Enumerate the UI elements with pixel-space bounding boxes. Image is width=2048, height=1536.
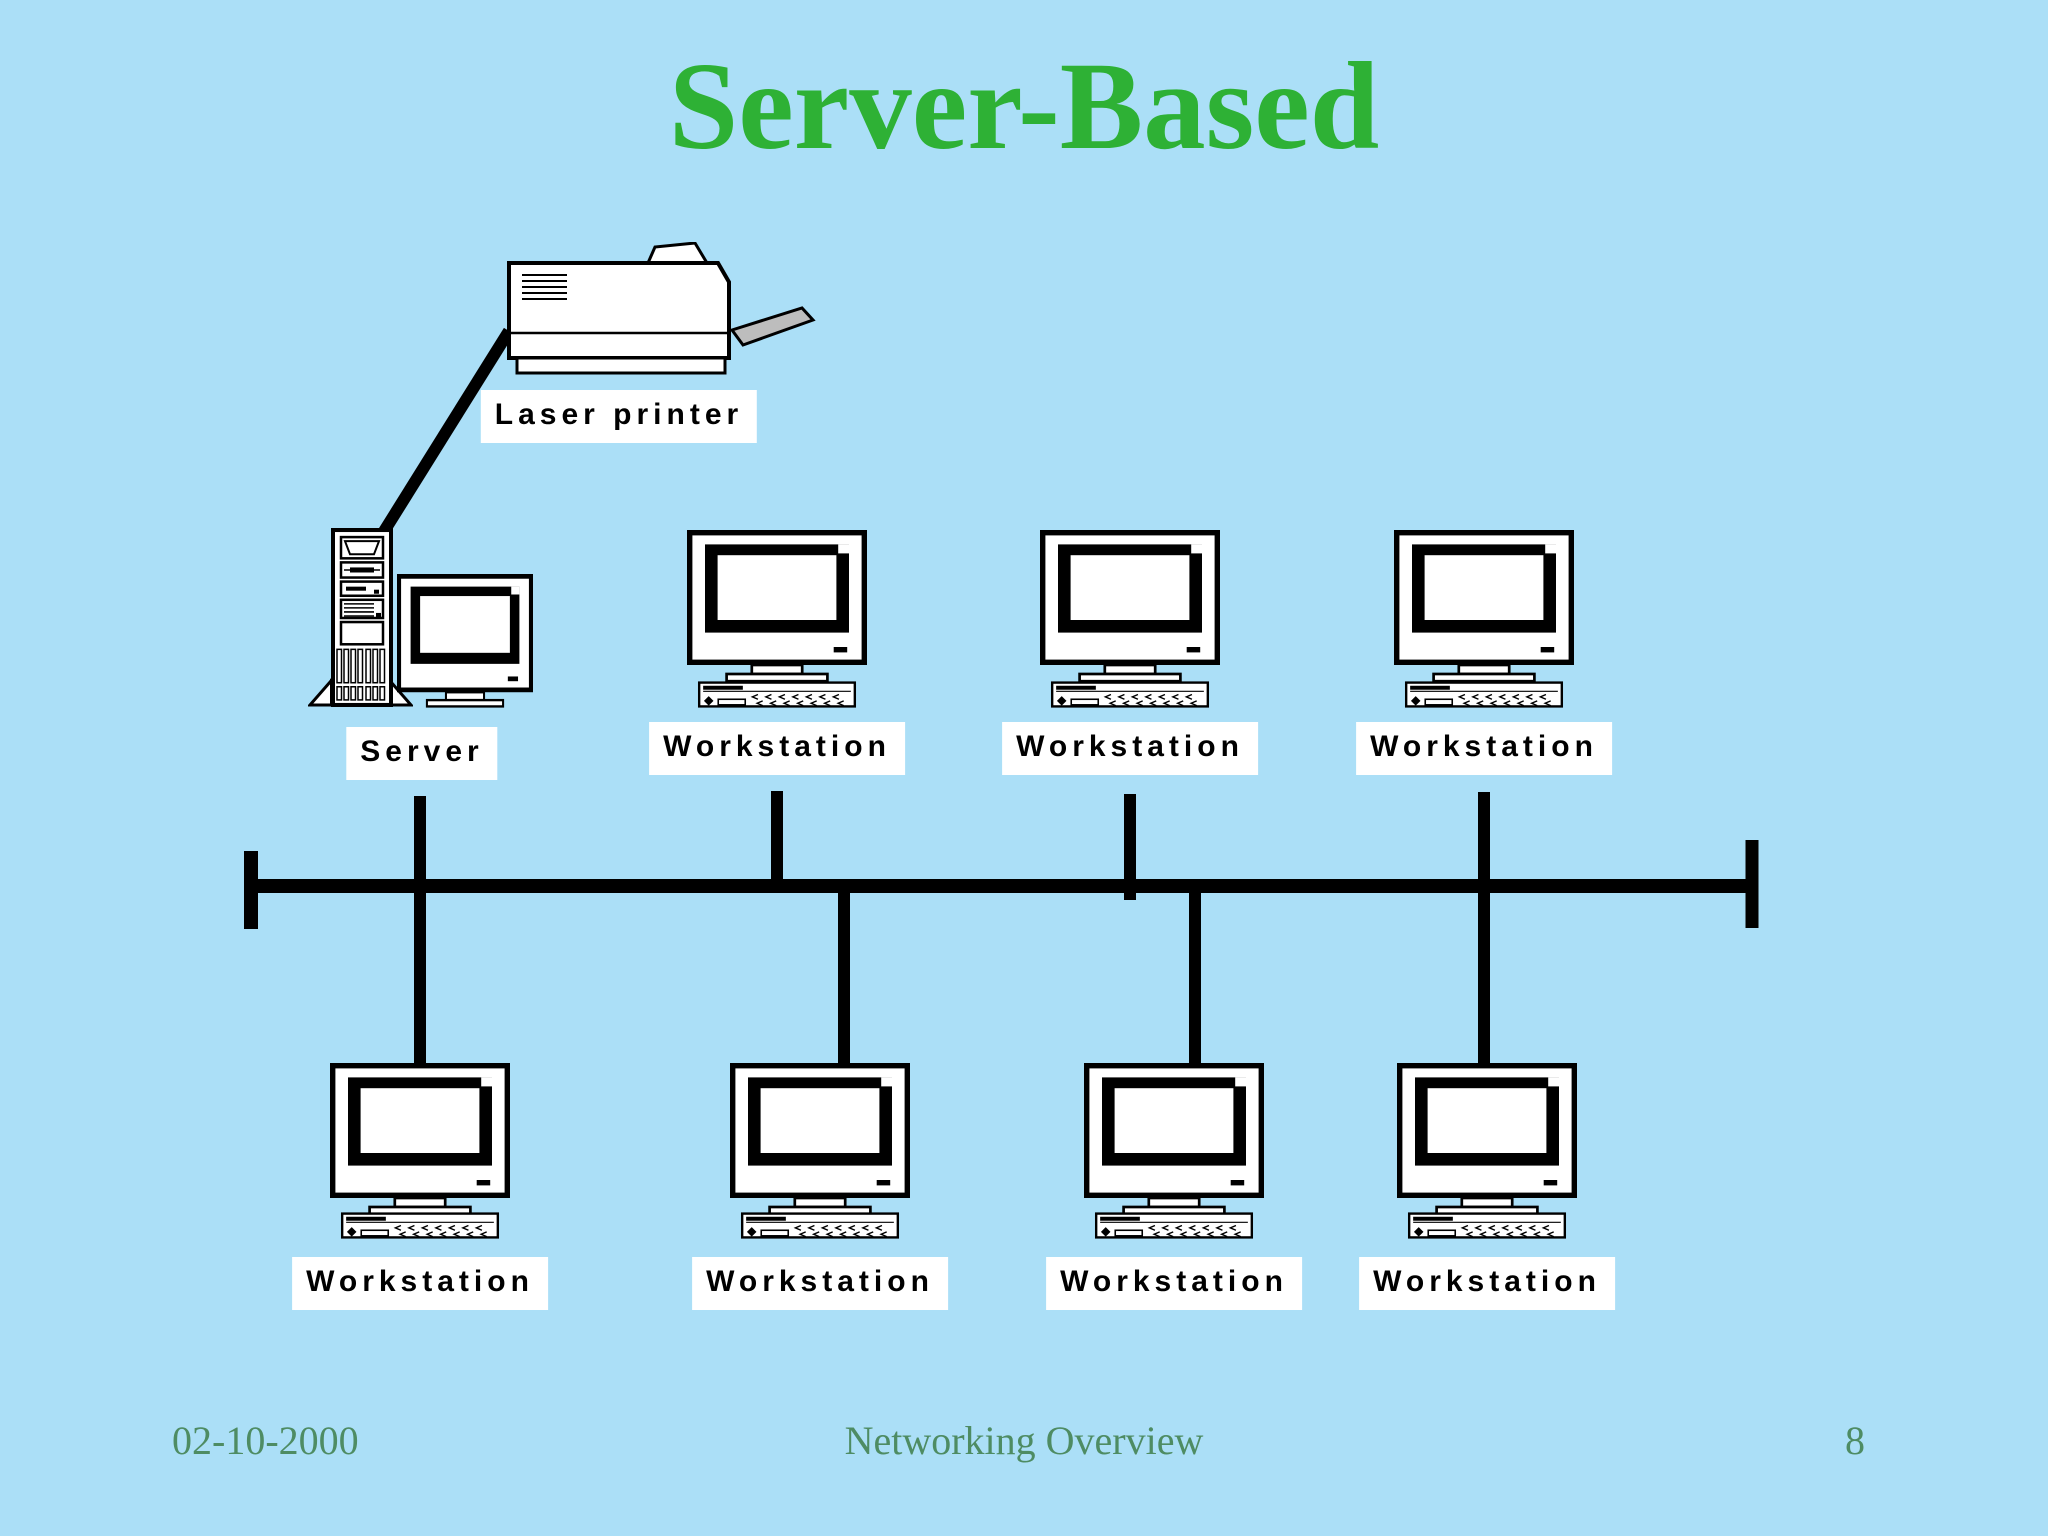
keyboard-icon (340, 1212, 500, 1239)
workstation-bottom-4-label: Workstation (1359, 1257, 1615, 1310)
workstation-top-1-label: Workstation (649, 722, 905, 775)
server-label: Server (346, 727, 498, 780)
crt-monitor-icon (687, 530, 867, 683)
crt-monitor-icon (1040, 530, 1220, 683)
footer-page-number: 8 (1845, 1418, 1865, 1463)
crt-monitor-icon (1397, 1063, 1577, 1216)
crt-monitor-icon (1084, 1063, 1264, 1216)
crt-monitor-icon (330, 1063, 510, 1216)
crt-monitor-icon (730, 1063, 910, 1216)
server-monitor-icon (397, 574, 533, 708)
workstation-bottom-3-label: Workstation (1046, 1257, 1302, 1310)
workstation-bottom-1-label: Workstation (292, 1257, 548, 1310)
keyboard-icon (1050, 681, 1210, 708)
laser-printer-icon (507, 242, 816, 375)
printer-label: Laser printer (480, 390, 758, 443)
crt-monitor-icon (1394, 530, 1574, 683)
keyboard-icon (1094, 1212, 1254, 1239)
workstation-top-2-label: Workstation (1002, 722, 1258, 775)
footer-date: 02-10-2000 (172, 1418, 359, 1463)
keyboard-icon (740, 1212, 900, 1239)
printer-cable-line (372, 327, 515, 545)
slide-title: Server-Based (668, 38, 1380, 176)
keyboard-icon (1407, 1212, 1567, 1239)
keyboard-icon (697, 681, 857, 708)
workstation-bottom-2-label: Workstation (692, 1257, 948, 1310)
keyboard-icon (1404, 681, 1564, 708)
footer-title: Networking Overview (844, 1418, 1204, 1463)
workstation-top-3-label: Workstation (1356, 722, 1612, 775)
